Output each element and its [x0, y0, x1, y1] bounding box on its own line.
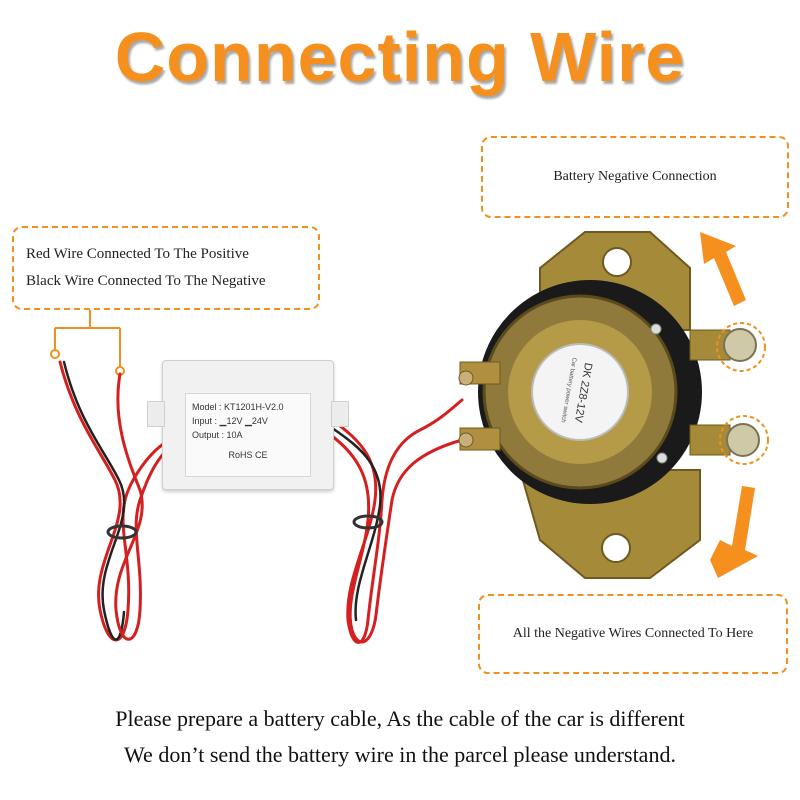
footer-note-2: We don’t send the battery wire in the pa… — [124, 742, 676, 767]
battery-negative-label: Battery Negative Connection — [553, 169, 717, 184]
page-title: Connecting Wire — [114, 18, 686, 96]
callout-bracket — [50, 310, 125, 376]
module-label: Model : KT1201H-V2.0 Input : ▁12V ▁24V O… — [185, 393, 311, 477]
battery-negative-callout: Battery Negative Connection — [481, 136, 789, 218]
mount-ear-right — [331, 401, 349, 427]
controller-module: Model : KT1201H-V2.0 Input : ▁12V ▁24V O… — [147, 360, 349, 490]
red-wire-note: Red Wire Connected To The Positive — [26, 246, 249, 262]
module-marks: RoHS CE — [228, 450, 268, 460]
wire-polarity-callout: Red Wire Connected To The Positive Black… — [12, 226, 320, 310]
module-output: Output : 10A — [192, 430, 243, 440]
negative-wires-callout: All the Negative Wires Connected To Here — [478, 594, 788, 674]
module-model: Model : KT1201H-V2.0 — [192, 402, 284, 412]
negative-wires-label: All the Negative Wires Connected To Here — [512, 626, 754, 641]
battery-switch: DK 2Z8-12V Car battery power switch — [458, 231, 769, 579]
arrow-up-icon — [700, 232, 746, 306]
left-wire-pair — [58, 360, 172, 642]
footer-note-1: Please prepare a battery cable, As the c… — [115, 706, 685, 731]
module-input: Input : ▁12V ▁24V — [192, 416, 268, 426]
mount-ear-left — [147, 401, 165, 427]
arrow-down-icon — [710, 486, 758, 578]
black-wire-note: Black Wire Connected To The Negative — [26, 273, 266, 289]
left-cable-tie — [106, 524, 138, 540]
right-cable-tie — [352, 514, 384, 530]
right-wire-pair — [330, 398, 464, 644]
